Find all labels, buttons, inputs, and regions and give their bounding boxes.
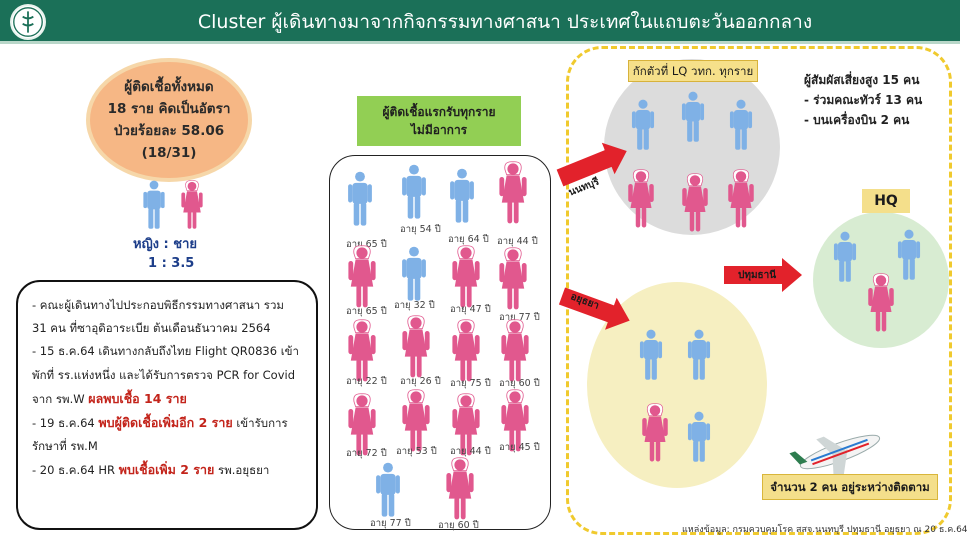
lq-label: กักตัวที่ LQ วทก. ทุกราย [628,60,758,82]
case-age-label: อายุ 54 ปี [400,224,441,235]
female-figure-icon [178,180,206,234]
male-contact-icon [630,92,656,162]
case-age-label: อายุ 65 ปี [346,239,387,250]
male-contact-icon [896,222,922,292]
male-contact-icon [638,322,664,392]
ratio-value: 1 : 3.5 [148,256,195,271]
timeline-item-2: - 15 ธ.ค.64 เดินทางกลับถึงไทย Flight QR0… [32,344,299,406]
male-case-icon [400,158,428,230]
source-note: แหล่งข้อมูล: กรมควบคุมโรค สสจ.นนทบุรี ปท… [682,525,968,535]
airplane-icon [789,434,881,482]
symptom-label: ผู้ติดเชื้อแรกรับทุกราย ไม่มีอาการ [357,96,521,146]
female-case-icon [346,244,378,314]
summary-line-3: ป่วยร้อยละ 58.06 [113,123,225,139]
exposure-summary: ผู้สัมผัสเสี่ยงสูง 15 คน - ร่วมคณะทัวร์ … [804,70,922,130]
timeline-item-3: - 19 ธ.ค.64 พบผู้ติดเชื้อเพิ่มอีก 2 ราย … [32,415,288,454]
case-age-label: อายุ 32 ปี [394,300,435,311]
female-case-icon [444,456,476,526]
female-case-icon [499,318,531,388]
timeline-item-1: - คณะผู้เดินทางไปประกอบพิธีกรรมทางศาสนา … [32,298,285,336]
female-contact-icon [726,166,756,236]
ministry-logo [10,4,46,40]
case-age-label: อายุ 75 ปี [450,378,491,389]
header-bar [0,0,960,44]
male-figure-icon [140,180,168,234]
male-case-icon [346,165,374,237]
case-age-label: อายุ 26 ปี [400,376,441,387]
case-age-label: อายุ 77 ปี [370,518,411,529]
female-case-icon [497,246,529,316]
female-case-icon [450,244,482,314]
case-age-label: อายุ 64 ปี [448,234,489,245]
female-case-icon [346,392,378,462]
case-age-label: อายุ 60 ปี [499,378,540,389]
male-case-icon [448,162,476,234]
female-case-icon [450,318,482,388]
female-contact-icon [640,400,670,470]
arrow-label-pathumthani: ปทุมธานี [738,270,777,281]
arrow-nonthaburi-icon [556,142,627,187]
timeline-panel: - คณะผู้เดินทางไปประกอบพิธีกรรมทางศาสนา … [16,280,318,530]
female-case-icon [346,318,378,388]
female-case-icon [497,160,529,230]
case-age-label: อายุ 53 ปี [396,446,437,457]
female-contact-icon [866,270,896,340]
male-case-icon [400,240,428,312]
arrow-ayutthaya-icon [558,287,630,330]
timeline-item-4: - 20 ธ.ค.64 HR พบเชื้อเพิ่ม 2 ราย รพ.อยุ… [32,462,270,478]
total-infected-summary: ผู้ติดเชื้อทั้งหมด 18 ราย คิดเป็นอัตรา ป… [86,58,252,182]
case-age-label: อายุ 65 ปี [346,306,387,317]
female-case-icon [400,314,432,384]
ratio-label: หญิง : ชาย [133,237,197,252]
summary-line-2: 18 ราย คิดเป็นอัตรา [107,101,231,117]
case-age-label: อายุ 45 ปี [499,442,540,453]
male-case-icon [374,456,402,528]
in-transit-label: จำนวน 2 คน อยู่ระหว่างติดตาม [762,474,938,500]
exposure-line-1: ผู้สัมผัสเสี่ยงสูง 15 คน [804,73,920,87]
male-contact-icon [686,404,712,474]
male-contact-icon [680,84,706,154]
case-age-label: อายุ 44 ปี [450,446,491,457]
hq-label: HQ [862,189,910,213]
exposure-line-3: - บนเครื่องบิน 2 คน [804,113,910,127]
case-age-label: อายุ 60 ปี [438,520,479,531]
female-case-icon [400,388,432,458]
exposure-line-2: - ร่วมคณะทัวร์ 13 คน [804,93,923,107]
summary-line-4: (18/31) [141,145,197,161]
case-age-label: อายุ 22 ปี [346,376,387,387]
female-case-icon [450,392,482,462]
arrow-pathumthani-icon [724,258,802,292]
male-contact-icon [686,322,712,392]
case-age-label: อายุ 47 ปี [450,304,491,315]
page-title: Cluster ผู้เดินทางมาจากกิจกรรมทางศาสนา ป… [197,11,813,33]
case-age-label: อายุ 72 ปี [346,448,387,459]
female-contact-icon [680,170,710,240]
female-contact-icon [626,166,656,236]
case-age-label: อายุ 44 ปี [497,236,538,247]
summary-line-1: ผู้ติดเชื้อทั้งหมด [124,79,214,95]
male-contact-icon [832,224,858,294]
case-age-label: อายุ 77 ปี [499,312,540,323]
female-case-icon [499,388,531,458]
male-contact-icon [728,92,754,162]
